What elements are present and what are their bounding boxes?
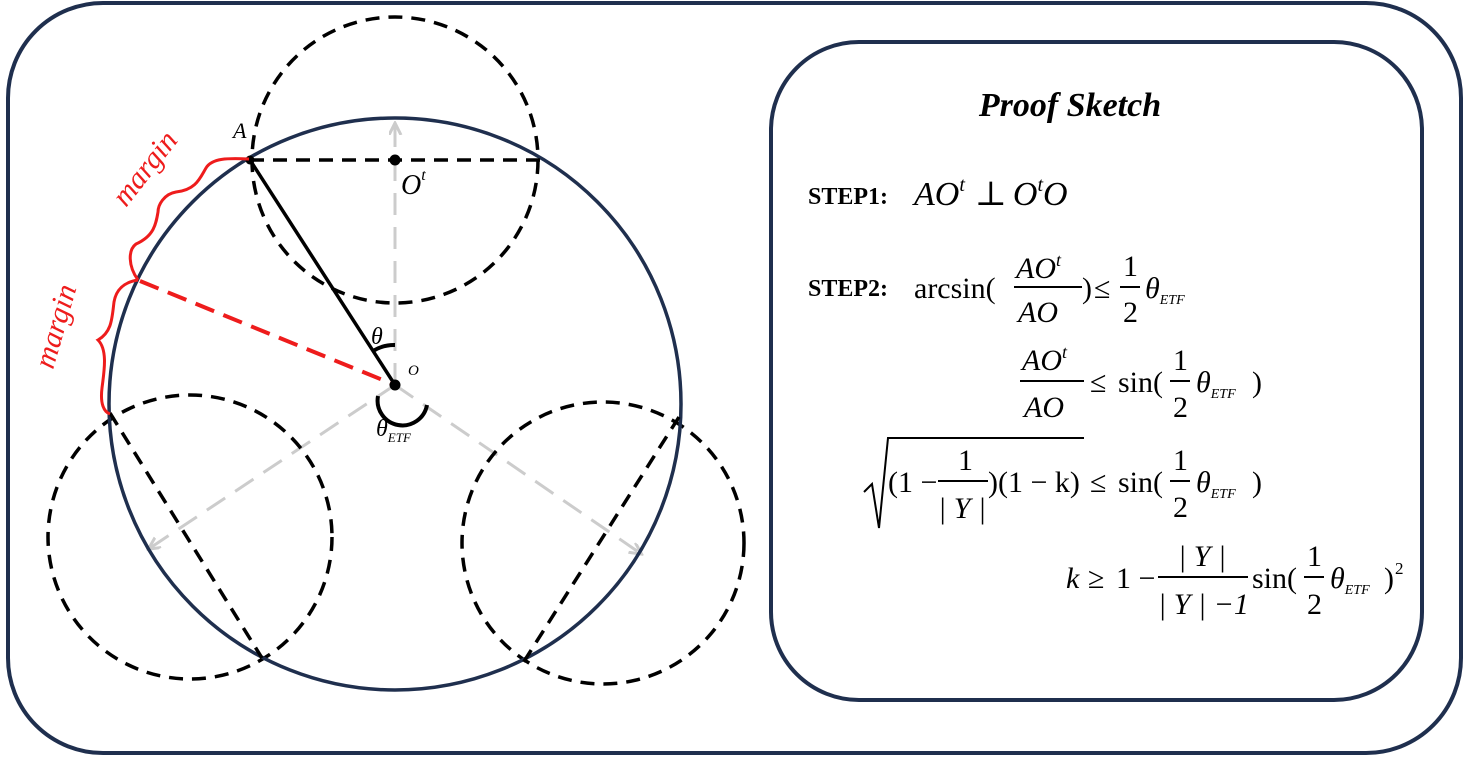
theta-etf-3: θETF <box>1196 466 1236 502</box>
close-paren-4: ) <box>1384 562 1394 595</box>
outer-frame <box>6 1 1463 755</box>
sin-2: sin( <box>1118 366 1163 399</box>
label-Ot: Ot <box>401 167 426 201</box>
theta-arc <box>371 342 396 353</box>
half3-num: 1 <box>1173 444 1188 477</box>
margin-brace-lower <box>95 278 139 416</box>
proof-panel: Proof Sketch STEP1: AOt⊥OtO STEP2: arcsi… <box>769 40 1424 702</box>
close-paren-2: ) <box>1252 366 1262 399</box>
half2-num: 1 <box>1173 344 1188 377</box>
segment-AO <box>248 159 397 386</box>
left-dashed-circle <box>46 393 334 681</box>
margin-line <box>139 279 396 387</box>
leq-1: ≤ <box>1094 272 1110 305</box>
arcsin-text: arcsin( <box>914 272 996 305</box>
step2-line1: arcsin( AOt AO ) ≤ 1 2 θETF <box>914 250 1185 329</box>
theta-etf-arc <box>375 395 429 428</box>
theta-etf-2: θETF <box>1196 366 1236 402</box>
frac1-num: AOt <box>1014 250 1062 285</box>
leq-2: ≤ <box>1090 366 1106 399</box>
sqrt-open: (1 − <box>888 466 937 499</box>
frac3-den: | Y | <box>938 492 986 525</box>
half2-den: 2 <box>1173 391 1188 424</box>
point-Ot-dot <box>389 154 401 166</box>
label-theta-etf: θETF <box>376 416 412 445</box>
one-minus-4: 1 − <box>1116 562 1155 595</box>
close-paren-1: ) <box>1082 272 1092 305</box>
k-symbol: k <box>1066 562 1080 595</box>
step1-label: STEP1: <box>808 184 888 210</box>
sqrt-tail: )(1 − k) <box>988 466 1080 499</box>
step2-line4: k ≥ 1 − | Y | | Y | −1 sin( 1 2 θETF ) 2 <box>1066 540 1404 621</box>
frac2-num: AOt <box>1020 342 1068 377</box>
sin-3: sin( <box>1118 466 1163 499</box>
margin-label-lower: margin <box>28 281 83 372</box>
right-chord <box>521 416 681 664</box>
proof-title: Proof Sketch <box>978 87 1161 124</box>
label-O: O <box>408 363 419 379</box>
geq-4: ≥ <box>1088 562 1104 595</box>
main-circle <box>107 116 683 692</box>
label-theta: θ <box>371 324 383 350</box>
proof-panel-frame <box>769 40 1424 702</box>
theta-etf-4: θETF <box>1330 562 1370 598</box>
left-chord <box>108 412 264 659</box>
arrow-to-right-center <box>394 383 640 553</box>
squared-exponent: 2 <box>1395 559 1404 578</box>
geometry-diagram: A Ot O θ θETF margin margin <box>28 15 746 692</box>
close-paren-3: ) <box>1252 466 1262 499</box>
step2-line3: (1 − 1 | Y | )(1 − k) ≤ sin( 1 2 θETF ) <box>863 437 1262 529</box>
half4-den: 2 <box>1307 588 1322 621</box>
sin-4: sin( <box>1252 562 1297 595</box>
half1-num: 1 <box>1123 250 1138 283</box>
right-dashed-circle <box>460 400 746 686</box>
frac4-den: | Y | −1 <box>1158 588 1249 621</box>
step2-line2: AOt AO ≤ sin( 1 2 θETF ) <box>1020 342 1262 424</box>
arrow-to-left-center <box>150 383 396 548</box>
frac2-den: AO <box>1022 391 1064 424</box>
frac4-num: | Y | <box>1178 540 1226 573</box>
half4-num: 1 <box>1307 540 1322 573</box>
frac1-den: AO <box>1016 296 1058 329</box>
half3-den: 2 <box>1173 491 1188 524</box>
sqrt-sign <box>863 437 1084 529</box>
step1-formula: AOt⊥OtO <box>912 174 1068 213</box>
leq-3: ≤ <box>1090 466 1106 499</box>
point-O-dot <box>389 379 401 391</box>
step2-label: STEP2: <box>808 276 888 302</box>
half1-den: 2 <box>1123 296 1138 329</box>
margin-brace-upper <box>128 157 250 281</box>
label-A: A <box>231 118 247 143</box>
frac3-num: 1 <box>958 444 973 477</box>
theta-etf-1: θETF <box>1145 272 1185 308</box>
margin-label-upper: margin <box>106 125 185 213</box>
